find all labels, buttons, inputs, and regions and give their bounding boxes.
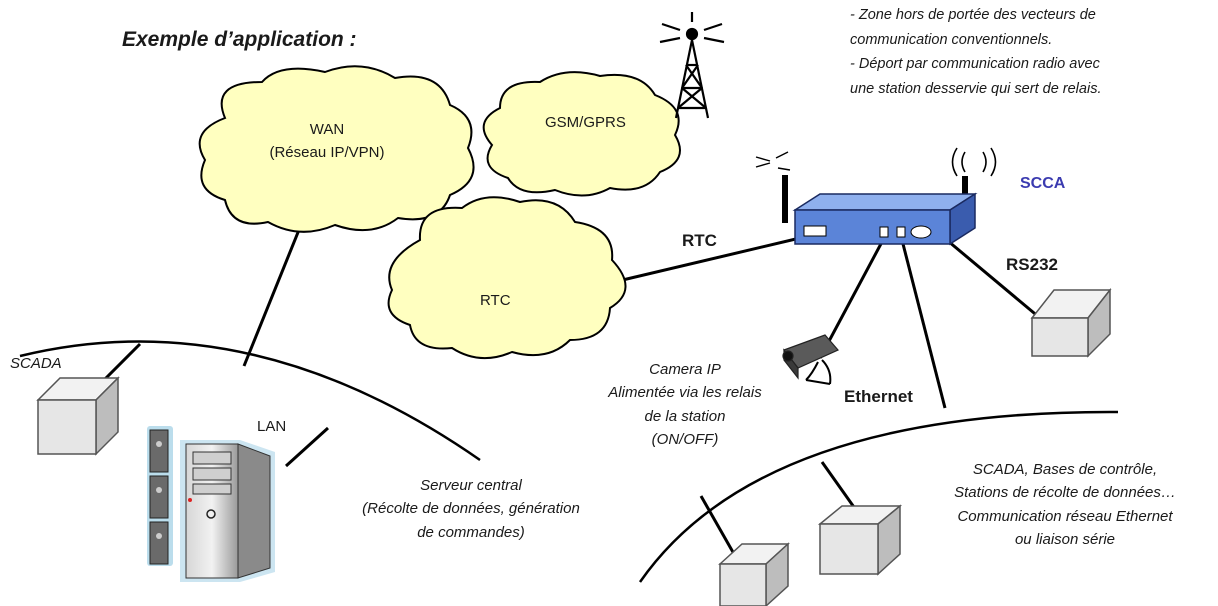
scada-drop-line (100, 342, 142, 384)
scca-device-icon (755, 147, 997, 246)
remote-caption-line: SCADA, Bases de contrôle, (972, 461, 1158, 478)
note-line: communication conventionnels. (850, 31, 1053, 48)
wan-cloud (198, 65, 475, 233)
ethernet-link-label: Ethernet (844, 387, 913, 406)
remote-caption-line: Communication réseau Ethernet (957, 507, 1173, 525)
radio-tower-icon (659, 12, 725, 119)
server-caption-line: Serveur central (420, 477, 522, 494)
remote-caption-line: ou liaison série (1014, 530, 1116, 548)
ethernet-bus (638, 410, 1119, 583)
server-caption: Serveur central (Récolte de données, gén… (346, 474, 596, 544)
rs232-line (941, 234, 1041, 320)
station-drop-line-1 (820, 461, 858, 511)
rs232-box (1030, 287, 1112, 358)
camera-line (818, 239, 885, 359)
wan-cloud-label: WAN (Réseau IP/VPN) (252, 118, 402, 165)
rtc-line (609, 236, 801, 285)
central-server-icon (147, 426, 275, 582)
station-box-2 (718, 542, 790, 606)
camera-caption-line: (ON/OFF) (651, 430, 719, 448)
server-drop-line (284, 426, 330, 468)
server-caption-line: (Récolte de données, génération (362, 500, 580, 518)
wan-label: WAN (309, 121, 345, 138)
lan-label: LAN (257, 418, 287, 435)
ip-camera-icon (782, 334, 839, 385)
camera-caption-line: Camera IP (649, 361, 721, 378)
notes-block: - Zone hors de portée des vecteurs de co… (850, 8, 1101, 96)
camera-caption: Camera IP Alimentée via les relais de la… (555, 358, 815, 451)
ethernet-drop-line (900, 239, 947, 409)
camera-caption-line: de la station (644, 407, 726, 425)
rtc-cloud-label: RTC (480, 292, 511, 309)
note-line: une station desservie qui sert de relais… (850, 80, 1102, 97)
diagram-title: Exemple d’application : (122, 28, 357, 51)
remote-caption-line: Stations de récolte de données… (954, 484, 1176, 502)
remote-caption: SCADA, Bases de contrôle, Stations de ré… (920, 458, 1210, 551)
rs232-link-label: RS232 (1006, 255, 1058, 274)
gsm-cloud (482, 71, 681, 197)
station-box-1 (817, 504, 903, 576)
gsm-cloud-label: GSM/GPRS (545, 114, 626, 131)
camera-caption-line: Alimentée via les relais (608, 384, 762, 402)
server-caption-line: de commandes) (417, 523, 525, 541)
rtc-link-label: RTC (682, 231, 717, 250)
lan-bus (19, 340, 481, 462)
scada-left-label: SCADA (10, 355, 62, 372)
rtc-cloud (387, 196, 627, 360)
note-line: - Zone hors de portée des vecteurs de (850, 7, 1096, 23)
scca-label: SCCA (1020, 175, 1066, 192)
wan-to-lan-line (242, 214, 307, 367)
wan-sublabel: (Réseau IP/VPN) (269, 144, 385, 162)
connection-lines (100, 214, 1041, 569)
scada-box (36, 376, 120, 456)
note-line: - Déport par communication radio avec (850, 56, 1100, 72)
